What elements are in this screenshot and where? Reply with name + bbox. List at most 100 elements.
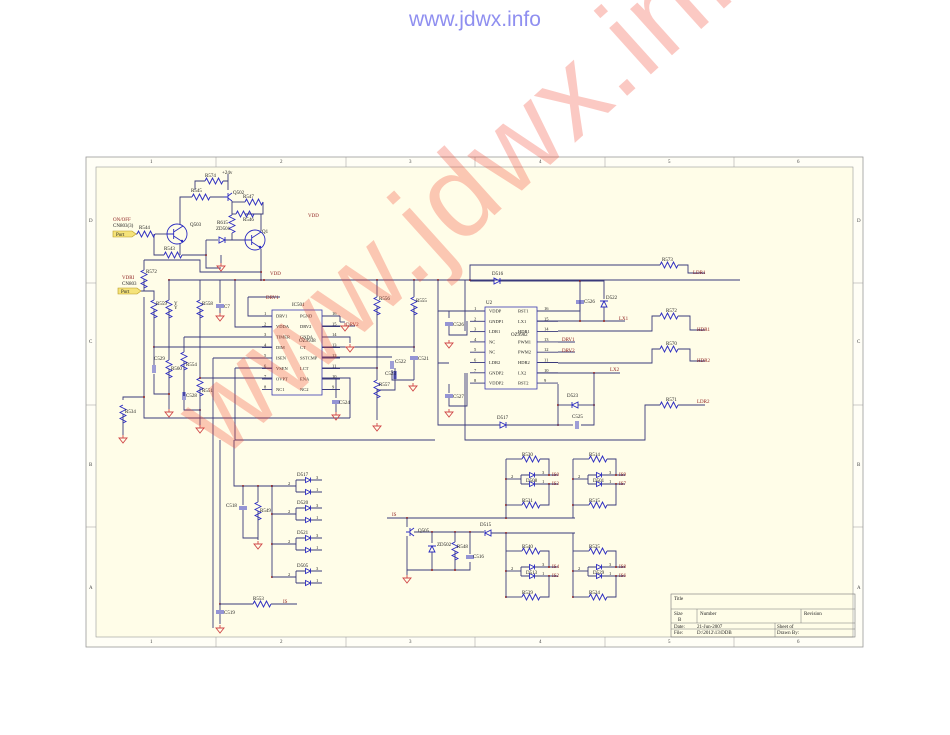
row-mark: C xyxy=(857,340,861,345)
transistor-Q502 xyxy=(224,192,233,202)
ic501-pin-name: TIMER xyxy=(276,335,290,340)
ground-icon xyxy=(444,340,454,349)
ground-icon xyxy=(195,425,205,434)
wire xyxy=(580,280,605,299)
ref-D501: D501 xyxy=(593,479,605,484)
ic501-pin-num: 3 xyxy=(264,332,267,337)
column-mark: 2 xyxy=(280,640,283,645)
ref-R548: R548 xyxy=(457,545,468,550)
ref-R559: R559 xyxy=(156,302,167,307)
date-label: Date: xyxy=(674,625,685,630)
capacitor-C526b xyxy=(445,322,453,326)
resistor-R615 xyxy=(227,214,237,234)
u2-pin-num: 14 xyxy=(544,327,549,332)
resistor-Y xyxy=(164,299,174,319)
diode-pin: 2 xyxy=(288,572,290,577)
u2-pin-name: VDDP2 xyxy=(489,381,504,386)
u2-pin-name: LX1 xyxy=(518,319,526,324)
ic501-pin-num: 2 xyxy=(264,322,266,327)
diode-D515 xyxy=(483,529,492,537)
ref-D521: D521 xyxy=(297,531,309,536)
net-lx2: LX2 xyxy=(610,368,620,373)
net-ldr1: LDR1 xyxy=(693,271,706,276)
ref-R514: R514 xyxy=(589,453,600,458)
ic501-pin-name: DRV2 xyxy=(300,324,311,329)
wire xyxy=(540,550,550,567)
resistor-R530 xyxy=(521,454,541,464)
diode-pin: 2 xyxy=(511,474,513,479)
resistor-R572b xyxy=(659,311,679,321)
diode-D501 xyxy=(596,471,603,479)
ground-icon xyxy=(408,383,418,392)
wire xyxy=(535,474,558,485)
wire xyxy=(437,363,500,426)
junction xyxy=(548,474,550,476)
ref-R553: R553 xyxy=(253,597,264,602)
wire xyxy=(540,484,550,506)
diode-ZD502 xyxy=(428,544,436,553)
ic501-pin-name: SSTCMP xyxy=(300,356,318,361)
ref-R557: R557 xyxy=(379,383,390,388)
resistor-R572 xyxy=(139,269,149,289)
wire xyxy=(295,479,305,493)
net-onoff: ON/OFF xyxy=(113,218,131,223)
u2-pin-num: 9 xyxy=(544,378,547,383)
capacitor-C519 xyxy=(216,610,224,614)
net-hdr2: HDR2 xyxy=(697,359,711,364)
row-mark: D xyxy=(857,219,861,224)
resistor-R539 xyxy=(521,592,541,602)
ref-R543: R543 xyxy=(164,247,175,252)
number-label: Number xyxy=(700,612,717,617)
diode-D522 xyxy=(600,299,608,308)
wire xyxy=(469,264,660,280)
capacitor-C522 xyxy=(390,361,394,369)
capacitor-C518 xyxy=(239,506,247,510)
resistor-R571 xyxy=(659,400,679,410)
size-value: B xyxy=(678,618,682,623)
wire xyxy=(587,474,596,485)
ground-icon xyxy=(253,541,263,550)
ref-R525: R525 xyxy=(589,545,600,550)
ref-R571: R571 xyxy=(666,398,677,403)
u2-pin-num: 16 xyxy=(544,306,549,311)
ref-C521: C521 xyxy=(418,357,429,362)
revision-label: Revision xyxy=(804,612,822,617)
ic501-body xyxy=(271,309,323,396)
sheet-label: Sheet of xyxy=(777,625,794,630)
diode-D529 xyxy=(596,563,603,571)
resistor-R559 xyxy=(149,299,159,319)
diode-ZD501 xyxy=(218,236,227,244)
diode-pin: 1 xyxy=(609,571,611,576)
u2-pin-num: 1 xyxy=(474,306,476,311)
ref-R549: R549 xyxy=(260,509,271,514)
ic501-type: OZ9938 xyxy=(299,339,316,344)
ref-D522: D522 xyxy=(606,296,618,301)
diode-pin: 3 xyxy=(316,503,319,508)
transistor-Q505 xyxy=(406,527,415,537)
ref-R531: R531 xyxy=(522,499,533,504)
u2-type: OZ9982 xyxy=(511,333,528,338)
ref-R534: R534 xyxy=(125,410,136,415)
wire xyxy=(448,373,468,407)
ic501-pin-num: 9 xyxy=(332,385,335,390)
resistor-R531 xyxy=(521,500,541,510)
u2-pin-name: NC xyxy=(489,339,495,344)
ground-icon xyxy=(215,625,225,634)
u2-pin-num: 2 xyxy=(474,316,476,321)
net-24v: +24v xyxy=(222,171,233,176)
wire xyxy=(143,297,350,419)
diode-pin: 2 xyxy=(288,539,290,544)
net-vdd-bus: VDD xyxy=(270,272,281,277)
net-out: IS8 xyxy=(619,565,626,570)
capacitor-C526 xyxy=(576,300,584,304)
ref-R572b: R572 xyxy=(666,309,677,314)
ref-R558: R558 xyxy=(202,302,213,307)
diode-D517 xyxy=(305,476,312,484)
ref-C523: C523 xyxy=(385,372,396,377)
net-out: IS0 xyxy=(552,473,559,478)
u2-pin-name: NC xyxy=(489,350,495,355)
ref-C524: C524 xyxy=(339,401,350,406)
row-mark: A xyxy=(89,586,93,591)
ref-R544: R544 xyxy=(139,226,150,231)
diode-pin: 2 xyxy=(578,474,580,479)
